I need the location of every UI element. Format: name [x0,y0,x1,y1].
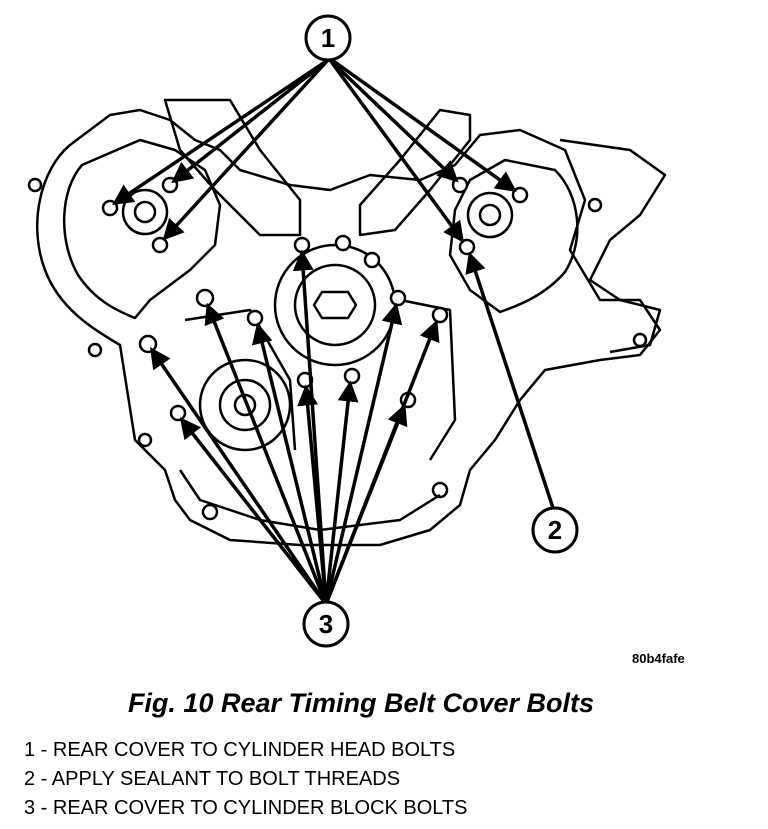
bolt [343,367,361,385]
bolt [458,238,476,256]
bolt [363,251,381,269]
bolt [293,236,311,254]
callout-3: 3 [302,600,350,648]
callout-1: 1 [304,14,352,62]
callout-2-number: 2 [548,515,562,545]
legend-item: 2 - APPLY SEALANT TO BOLT THREADS [24,768,401,790]
legend-item: 1 - REAR COVER TO CYLINDER HEAD BOLTS [24,739,456,761]
legend-item: 3 - REAR COVER TO CYLINDER BLOCK BOLTS [24,797,468,819]
callout-2-leader [465,251,555,509]
figure-caption: Fig. 10 Rear Timing Belt Cover Bolts [127,688,595,718]
bolt [334,234,352,252]
callout-3-number: 3 [319,609,333,639]
callout-3-leaders [150,249,440,606]
bolt [151,236,169,254]
bolt [101,199,119,217]
callout-1-number: 1 [321,23,335,53]
left-cover-lobe [36,108,662,547]
bolt [431,306,449,324]
bolt [195,288,215,308]
bolt [246,309,264,327]
bolt [169,404,187,422]
callout-1-leaders [112,58,517,243]
image-id-label: 80b4fafe [632,651,685,666]
bolt [389,289,407,307]
bolt [511,186,529,204]
engine-outline [27,98,667,547]
callout-2: 2 [531,506,579,554]
legend: 1 - REAR COVER TO CYLINDER HEAD BOLTS 2 … [24,736,467,823]
